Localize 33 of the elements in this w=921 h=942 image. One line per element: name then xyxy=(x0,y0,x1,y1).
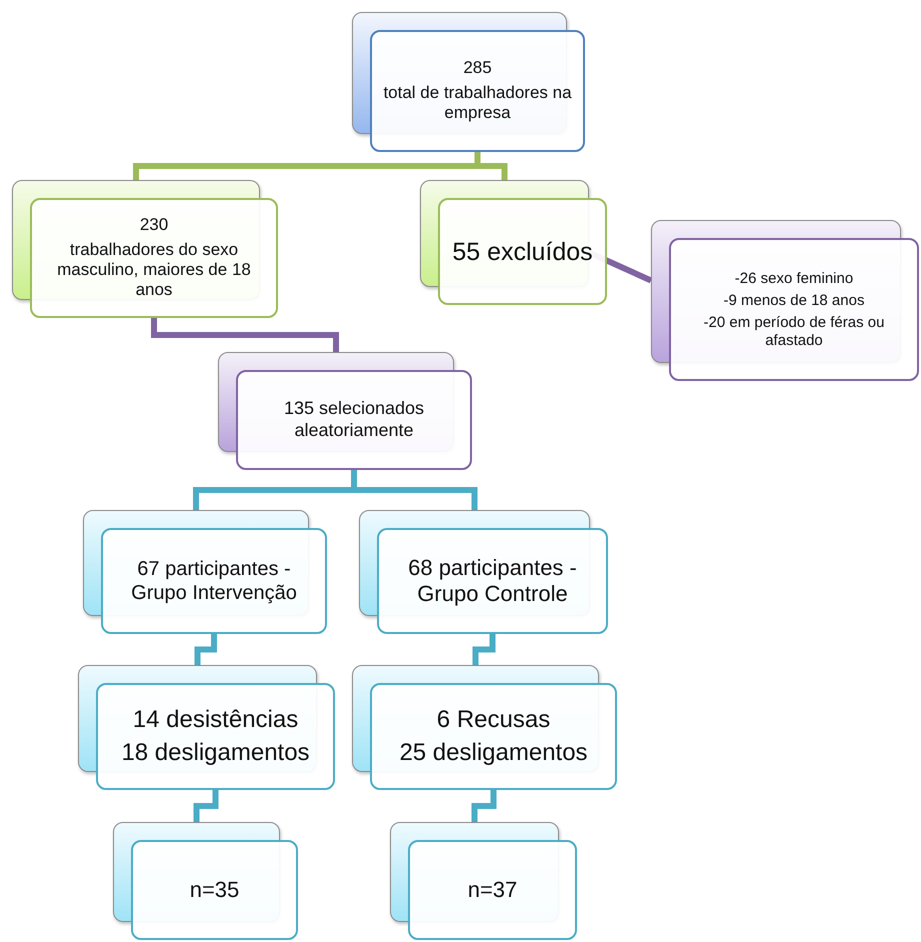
connector-line xyxy=(194,634,217,665)
flow-card xyxy=(420,180,607,305)
connector-line xyxy=(194,790,218,822)
card-text: n=35 xyxy=(190,876,240,904)
card-text: 6 Recusas xyxy=(436,706,550,734)
card-text: 55 excluídos xyxy=(452,236,593,266)
connector-line xyxy=(472,634,496,665)
card-text: n=37 xyxy=(468,876,518,904)
card-text: total de trabalhadores na empresa xyxy=(382,82,573,124)
card-text: 18 desligamentos xyxy=(121,738,310,768)
flow-card xyxy=(113,822,298,940)
card-text: -26 sexo feminino xyxy=(734,270,854,288)
card-text: 135 selecionados aleatoriamente xyxy=(282,398,426,442)
card-text: 67 participantes - Grupo Intervenção xyxy=(130,557,298,605)
card-text: 14 desistências xyxy=(132,706,298,734)
flow-card xyxy=(78,665,335,790)
connector-line xyxy=(472,790,496,822)
connector-line xyxy=(151,318,339,352)
flow-card xyxy=(352,12,585,152)
card-text: trabalhadores do sexo masculino, maiores de 18 anos xyxy=(56,240,252,301)
card-text: -20 em período de féras ou afastado xyxy=(702,314,886,350)
card-text: -9 menos de 18 anos xyxy=(724,292,864,310)
flow-card xyxy=(352,665,617,790)
flow-card xyxy=(83,510,327,634)
flow-card xyxy=(390,822,577,940)
card-text: 25 desligamentos xyxy=(399,738,588,768)
flow-card xyxy=(651,220,919,381)
flow-card xyxy=(12,180,278,318)
flow-card xyxy=(359,510,608,634)
card-text: 68 participantes - Grupo Controle xyxy=(407,554,578,608)
card-text: 285 xyxy=(463,58,492,79)
card-text: 230 xyxy=(140,215,168,236)
flow-card xyxy=(218,352,472,470)
